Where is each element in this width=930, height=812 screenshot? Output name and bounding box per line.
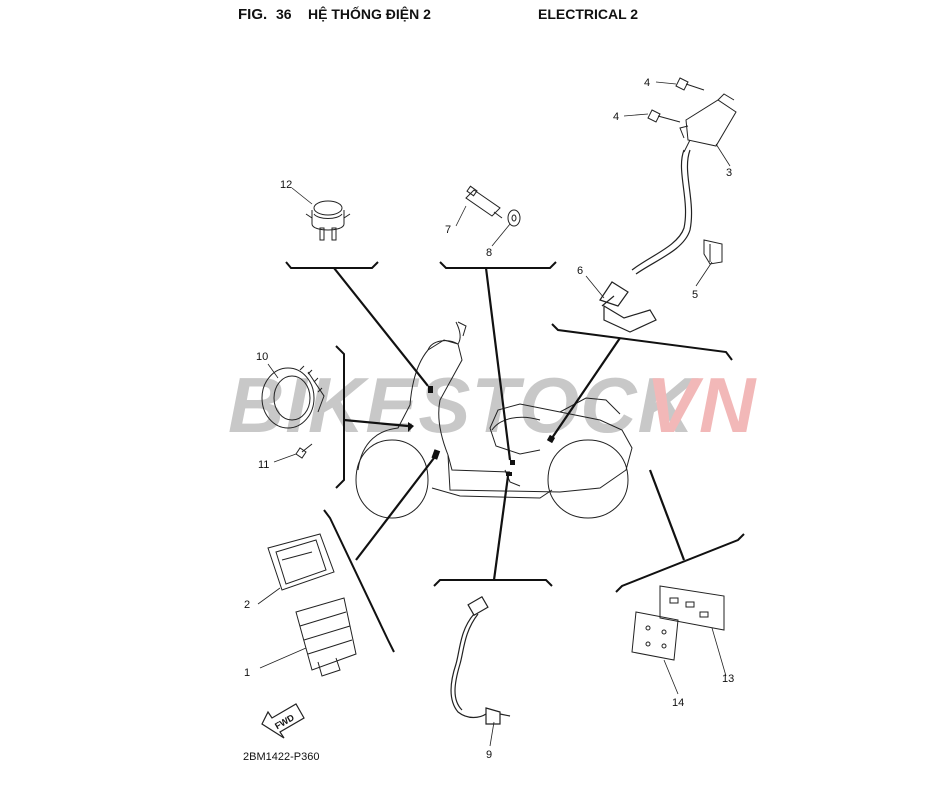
part-2-cover <box>267 533 335 591</box>
callout-10: 10 <box>256 351 268 363</box>
callout-4a: 4 <box>644 77 650 89</box>
callout-6: 6 <box>577 265 583 277</box>
part-1-regulator <box>295 597 357 677</box>
watermark-text-main: BIKESTOCK <box>228 361 700 449</box>
diagram-code: 2BM1422-P360 <box>243 751 320 763</box>
part-13-panel <box>659 585 725 631</box>
callout-1: 1 <box>244 667 250 679</box>
part-8-washer <box>507 209 521 227</box>
callout-8: 8 <box>486 247 492 259</box>
scooter-connectors <box>408 386 556 476</box>
figure-number: 36 <box>276 6 292 22</box>
callout-numbers: 1 2 3 4 4 5 6 7 8 9 10 11 12 13 14 <box>244 77 734 761</box>
callout-12: 12 <box>280 179 292 191</box>
callout-4b: 4 <box>613 111 619 123</box>
part-7-sensor <box>465 185 503 219</box>
callout-2: 2 <box>244 599 250 611</box>
callout-9: 9 <box>486 749 492 761</box>
part-3-ignition-coil <box>679 93 737 153</box>
callout-14: 14 <box>672 697 684 709</box>
watermark-text-accent: VN <box>646 361 757 449</box>
fwd-arrow-icon: FWD <box>261 703 305 739</box>
callout-5: 5 <box>692 289 698 301</box>
part-9-sensor-lead <box>450 595 511 725</box>
callout-13: 13 <box>722 673 734 685</box>
part-10-horn <box>261 365 325 429</box>
callout-leads <box>257 81 731 747</box>
part-6-plug-cap-cable <box>599 149 693 333</box>
bracket-lines <box>285 261 745 653</box>
title-vietnamese: HỆ THỐNG ĐIỆN 2 <box>308 6 431 22</box>
part-14-plate <box>631 611 679 661</box>
part-4-bolts <box>647 77 705 123</box>
part-5-clamp <box>703 239 723 265</box>
callout-11: 11 <box>258 459 269 471</box>
callout-7: 7 <box>445 224 451 236</box>
figure-label: FIG. <box>238 6 268 23</box>
callout-3: 3 <box>726 167 732 179</box>
title-english: ELECTRICAL 2 <box>538 6 639 22</box>
part-11-bolt <box>295 443 313 459</box>
leader-lines <box>333 267 686 581</box>
part-12-switch <box>305 200 351 241</box>
watermark: BIKESTOCK VN <box>228 361 757 449</box>
